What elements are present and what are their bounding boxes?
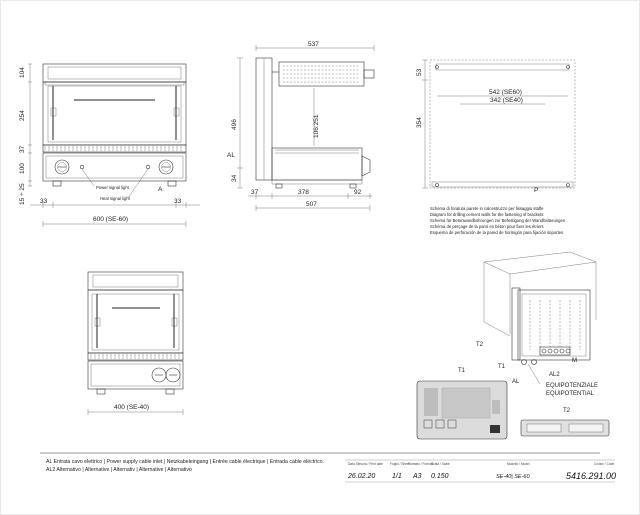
dim-side-34: 34 (231, 174, 238, 182)
dim-front-100: 100 (19, 163, 26, 174)
tb-scale-label: Scala / Scale (431, 462, 450, 466)
iso-view: T2 T1 T1 AL M AL2 EQUIPOTENZIALE EQUIPOT… (416, 251, 610, 440)
dim-wall-se40: 342 (SE40) (490, 97, 523, 104)
dim-front-104: 104 (19, 67, 26, 78)
tb-date-label: Data Stesura / Print date (348, 462, 383, 466)
dim-side-37: 37 (251, 189, 259, 196)
heat-signal-light (145, 164, 151, 170)
dim-front-33-left: 33 (40, 198, 48, 205)
dim-front-33-right: 33 (174, 198, 182, 205)
iso-label-equipotenziale: EQUIPOTENZIALE (546, 383, 598, 389)
tb-model-label: Modello / Model (507, 462, 530, 466)
tb-code: 5416.291.00 (566, 471, 616, 481)
label-point-a: A (158, 186, 163, 193)
dim-side-496: 496 (231, 119, 238, 130)
dim-side-travel: 106:251 (313, 114, 320, 138)
dim-se40-width: 400 (SE-40) (114, 404, 149, 411)
dim-front-254: 254 (19, 110, 26, 121)
iso-label-equipotential: EQUIPOTENTIAL (546, 391, 595, 397)
front-view: 104 254 37 100 15 ÷ 25 33 33 600 (SE-60)… (19, 63, 200, 227)
dim-wall-se60: 542 (SE60) (489, 89, 522, 96)
iso-label-t2-bottom: T2 (563, 408, 571, 414)
front-knob-left (54, 159, 70, 175)
tb-sheet-label: Foglio / Sheet (390, 462, 410, 466)
dim-side-92: 92 (354, 189, 362, 196)
dim-wall-53: 53 (416, 68, 423, 76)
front-top-inner (47, 66, 182, 80)
wall-note-de: Schema für Betonwandbohrungen zur Befest… (430, 218, 566, 223)
tb-scale: 0.150 (431, 473, 449, 480)
wall-note-fr: Schéma de perçage de la paroi en béton p… (430, 224, 544, 229)
dim-front-feet: 15 ÷ 25 (19, 183, 26, 205)
label-side-al: AL (227, 152, 235, 159)
tb-format-label: Formato / Format (408, 462, 433, 466)
label-wall-p: P (534, 187, 538, 194)
side-view: 106:251 537 496 AL 34 37 378 92 507 (227, 41, 375, 211)
iso-label-m: M (572, 358, 577, 364)
tb-code-label: Codice / Code (594, 462, 614, 466)
front-control-panel (42, 152, 187, 182)
rating-plate-t1 (416, 380, 508, 440)
se40-front-view: 400 (SE-40) (87, 271, 184, 415)
wall-drilling-view: 53 354 542 (SE60) 342 (SE40) P Schema di… (416, 59, 576, 235)
legend-al2: AL2 Alternativo | Alternative | Alternat… (46, 467, 192, 473)
front-grill (42, 144, 187, 153)
wall-note-it: Schema di foratura parete in calcestruzz… (430, 206, 544, 211)
iso-label-t2: T2 (476, 342, 484, 348)
dim-front-width: 600 (SE-60) (93, 216, 128, 223)
legend-al: AL Entrata cavo elettrico | Power supply… (46, 459, 324, 465)
tb-sheet: 1/1 (392, 473, 402, 480)
dim-side-537: 537 (308, 41, 319, 48)
terminal-block (539, 346, 571, 356)
dim-side-378: 378 (298, 189, 309, 196)
tb-format: A3 (412, 473, 422, 480)
tb-date: 26.02.20 (347, 473, 375, 480)
iso-label-al: AL (512, 379, 520, 385)
label-power-signal: Power signal light (96, 185, 130, 190)
iso-label-t1-top: T1 (458, 368, 466, 374)
label-heat-signal: Heat signal light (100, 196, 131, 201)
wall-note-en: Diagram for drilling cement walls for th… (430, 212, 543, 217)
iso-label-t1: T1 (498, 364, 506, 370)
power-signal-light (79, 164, 85, 170)
legend: AL Entrata cavo elettrico | Power supply… (40, 452, 600, 473)
dim-front-37: 37 (19, 145, 26, 153)
title-block: Data Stesura / Print date Foglio / Sheet… (345, 459, 616, 483)
bracket-t2: T2 (520, 408, 610, 437)
tb-model: SE-40| SE-60 (496, 474, 530, 480)
iso-label-al2: AL2 (549, 372, 560, 378)
wall-note-es: Esquema de perforación de la pared de ho… (430, 230, 563, 235)
dim-wall-354: 354 (416, 117, 423, 128)
front-knob-right (158, 159, 174, 175)
dim-side-507: 507 (306, 201, 317, 208)
